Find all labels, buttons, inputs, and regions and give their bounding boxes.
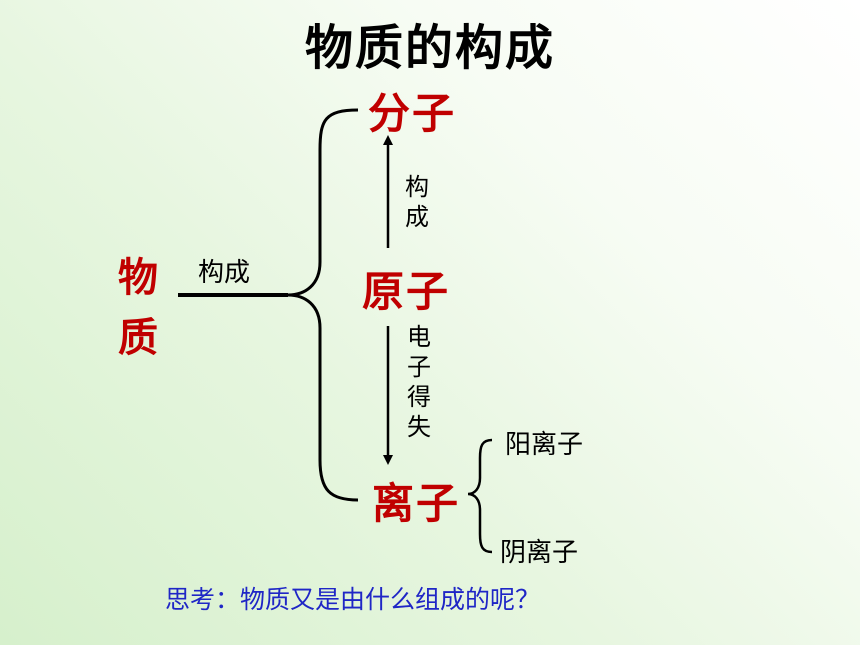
node-atom: 原子 xyxy=(362,267,451,316)
matter-char-2: 质 xyxy=(118,314,158,361)
ion-brace xyxy=(467,438,493,554)
edge-char: 成 xyxy=(405,203,429,231)
edge-label-constitute: 构成 xyxy=(198,258,251,288)
edge-char: 失 xyxy=(407,413,431,441)
node-cation: 阳离子 xyxy=(505,430,584,460)
edge-char: 得 xyxy=(407,383,431,411)
question-text: 思考：物质又是由什么组成的呢？ xyxy=(165,585,541,614)
main-brace xyxy=(287,108,359,502)
page-title: 物质的构成 xyxy=(304,20,555,76)
edge-label-electron-gain-loss: 电 子 得 失 xyxy=(404,322,434,442)
node-ion: 离子 xyxy=(372,479,461,528)
node-anion: 阴离子 xyxy=(500,538,579,568)
matter-char-1: 物 xyxy=(118,254,158,301)
node-molecule: 分子 xyxy=(368,89,457,138)
edge-label-atom-molecule: 构 成 xyxy=(402,172,432,232)
edge-char: 构 xyxy=(405,173,429,201)
edge-char: 电 xyxy=(407,323,431,351)
edge-char: 子 xyxy=(407,353,431,381)
